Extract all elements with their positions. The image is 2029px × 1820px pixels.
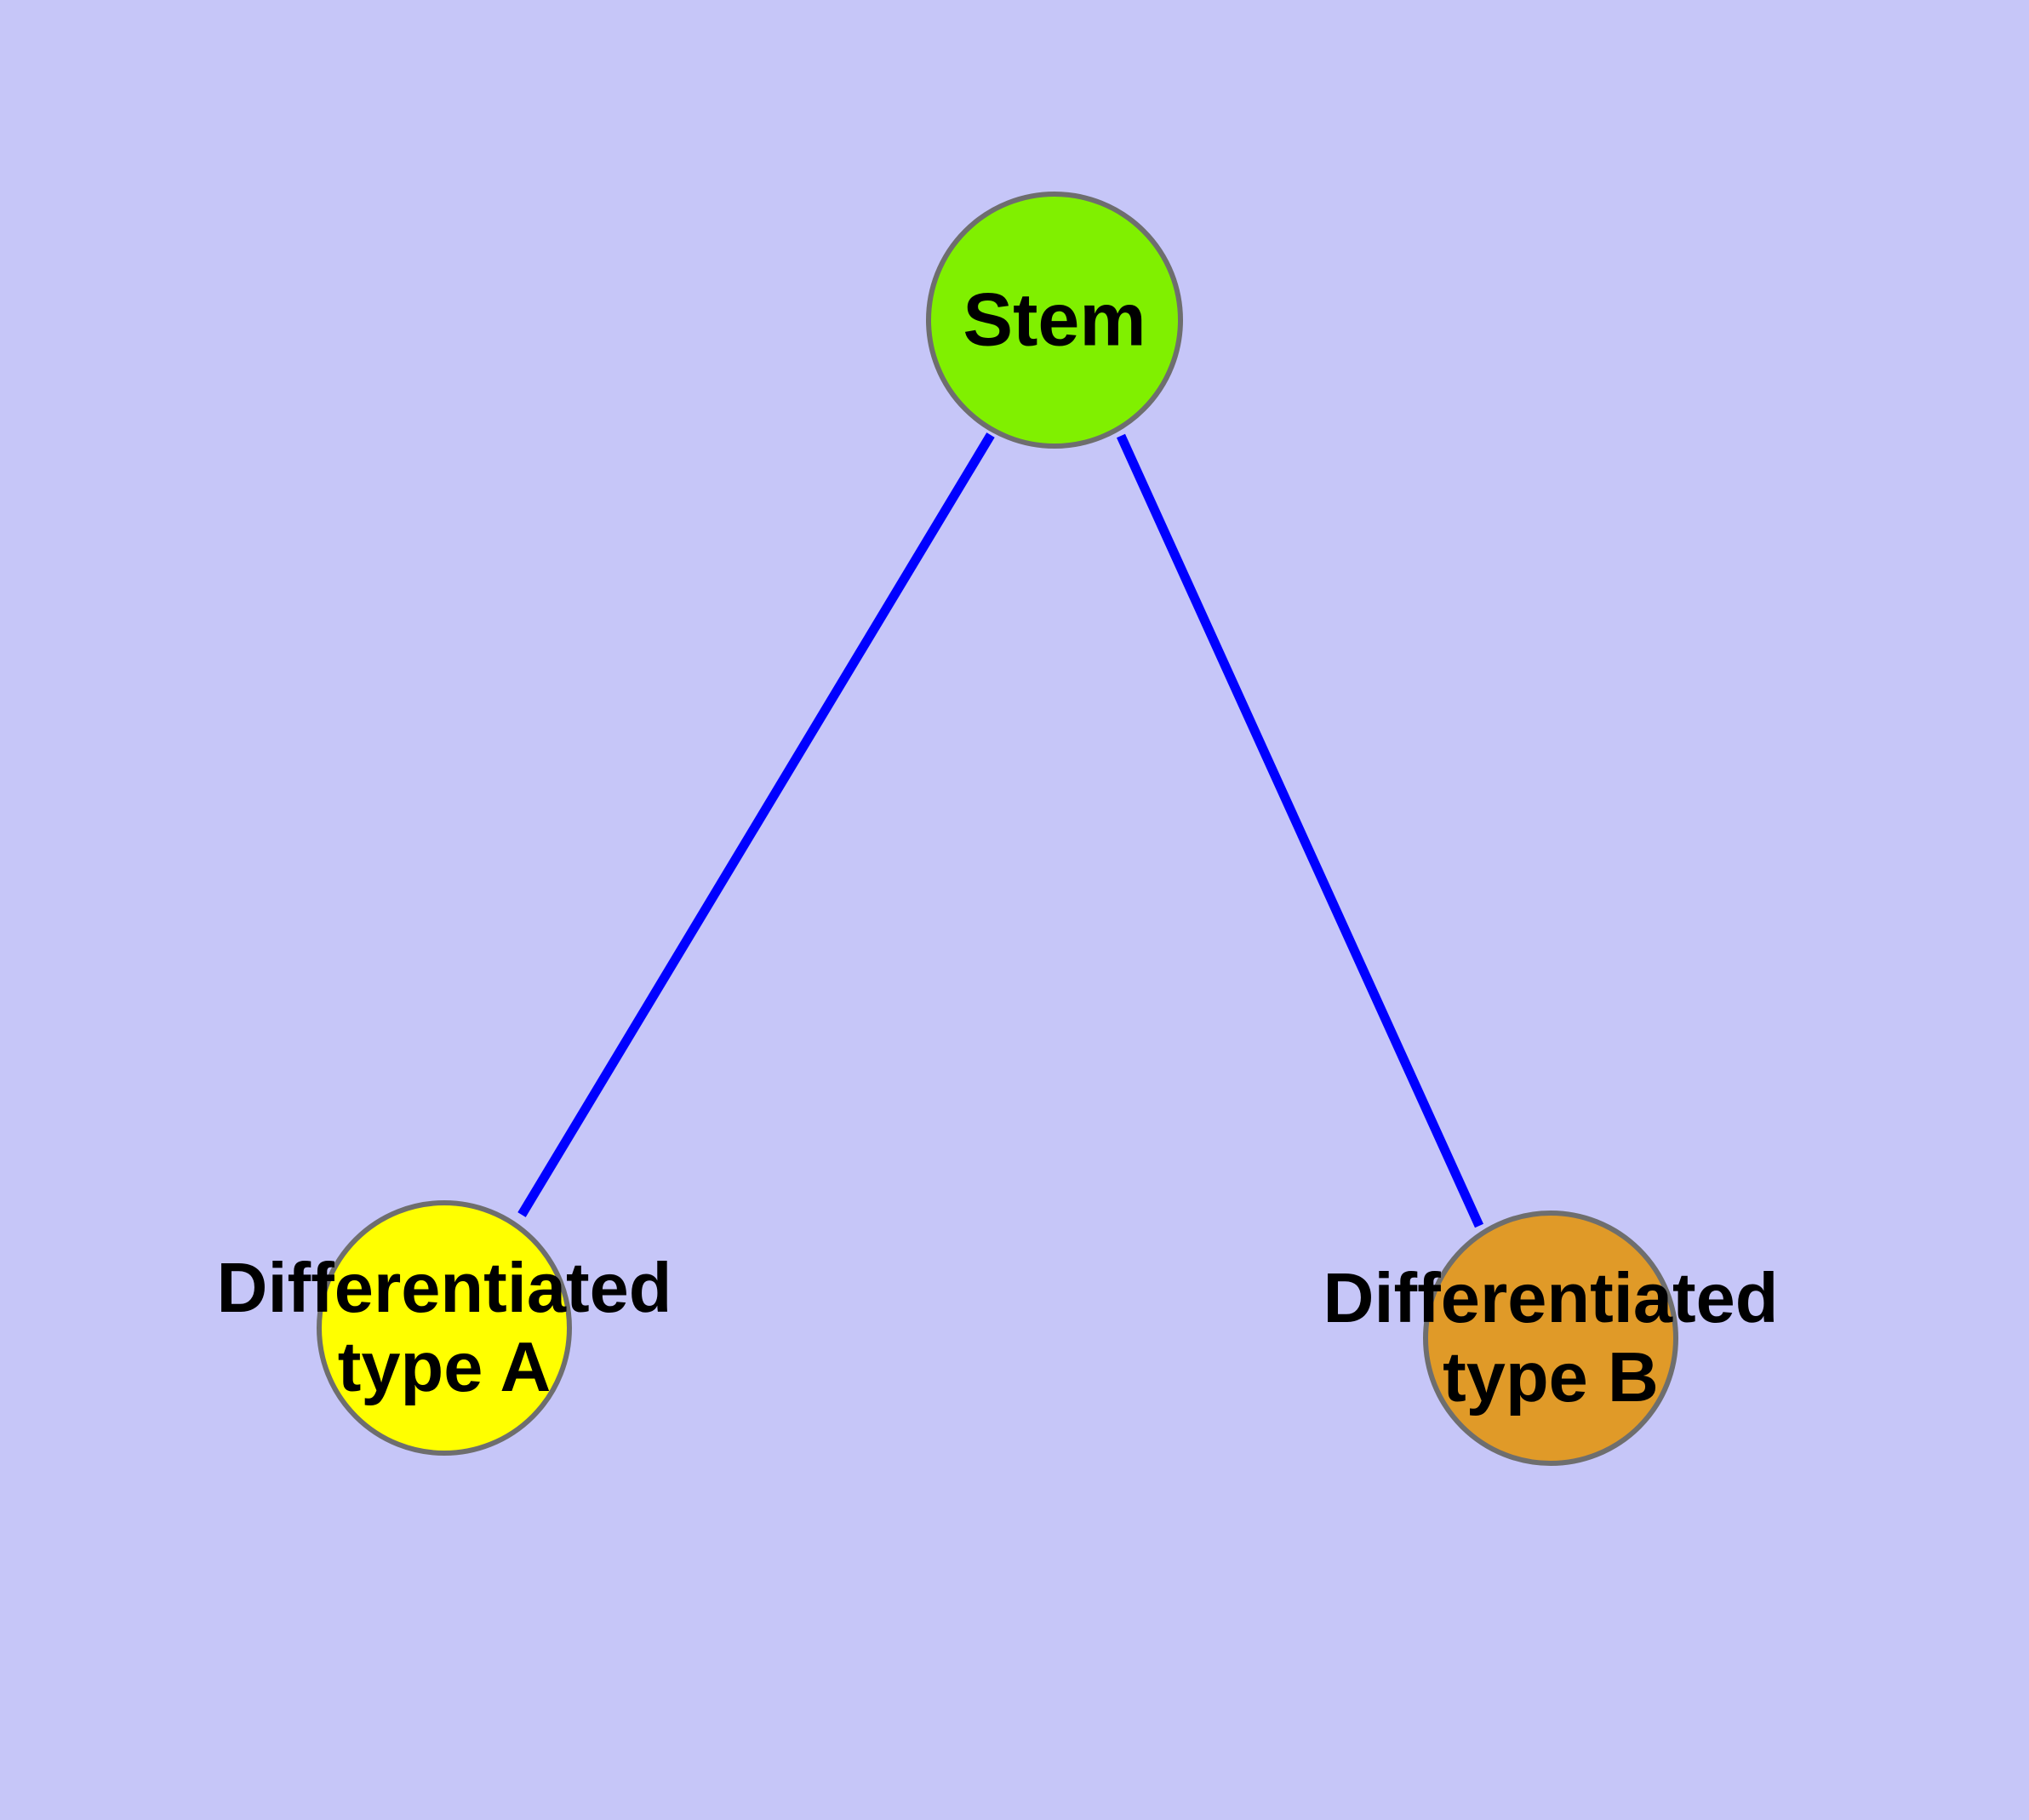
node-stem[interactable]: Stem: [926, 192, 1183, 449]
node-stem-label: Stem: [963, 277, 1146, 362]
node-differentiated-type-b[interactable]: Differentiated type B: [1323, 1210, 1778, 1466]
node-differentiated-type-a[interactable]: Differentiated type A: [217, 1200, 672, 1456]
edge-stem-to-type-b: [1116, 433, 1484, 1228]
edge-stem-to-type-a: [517, 432, 995, 1217]
